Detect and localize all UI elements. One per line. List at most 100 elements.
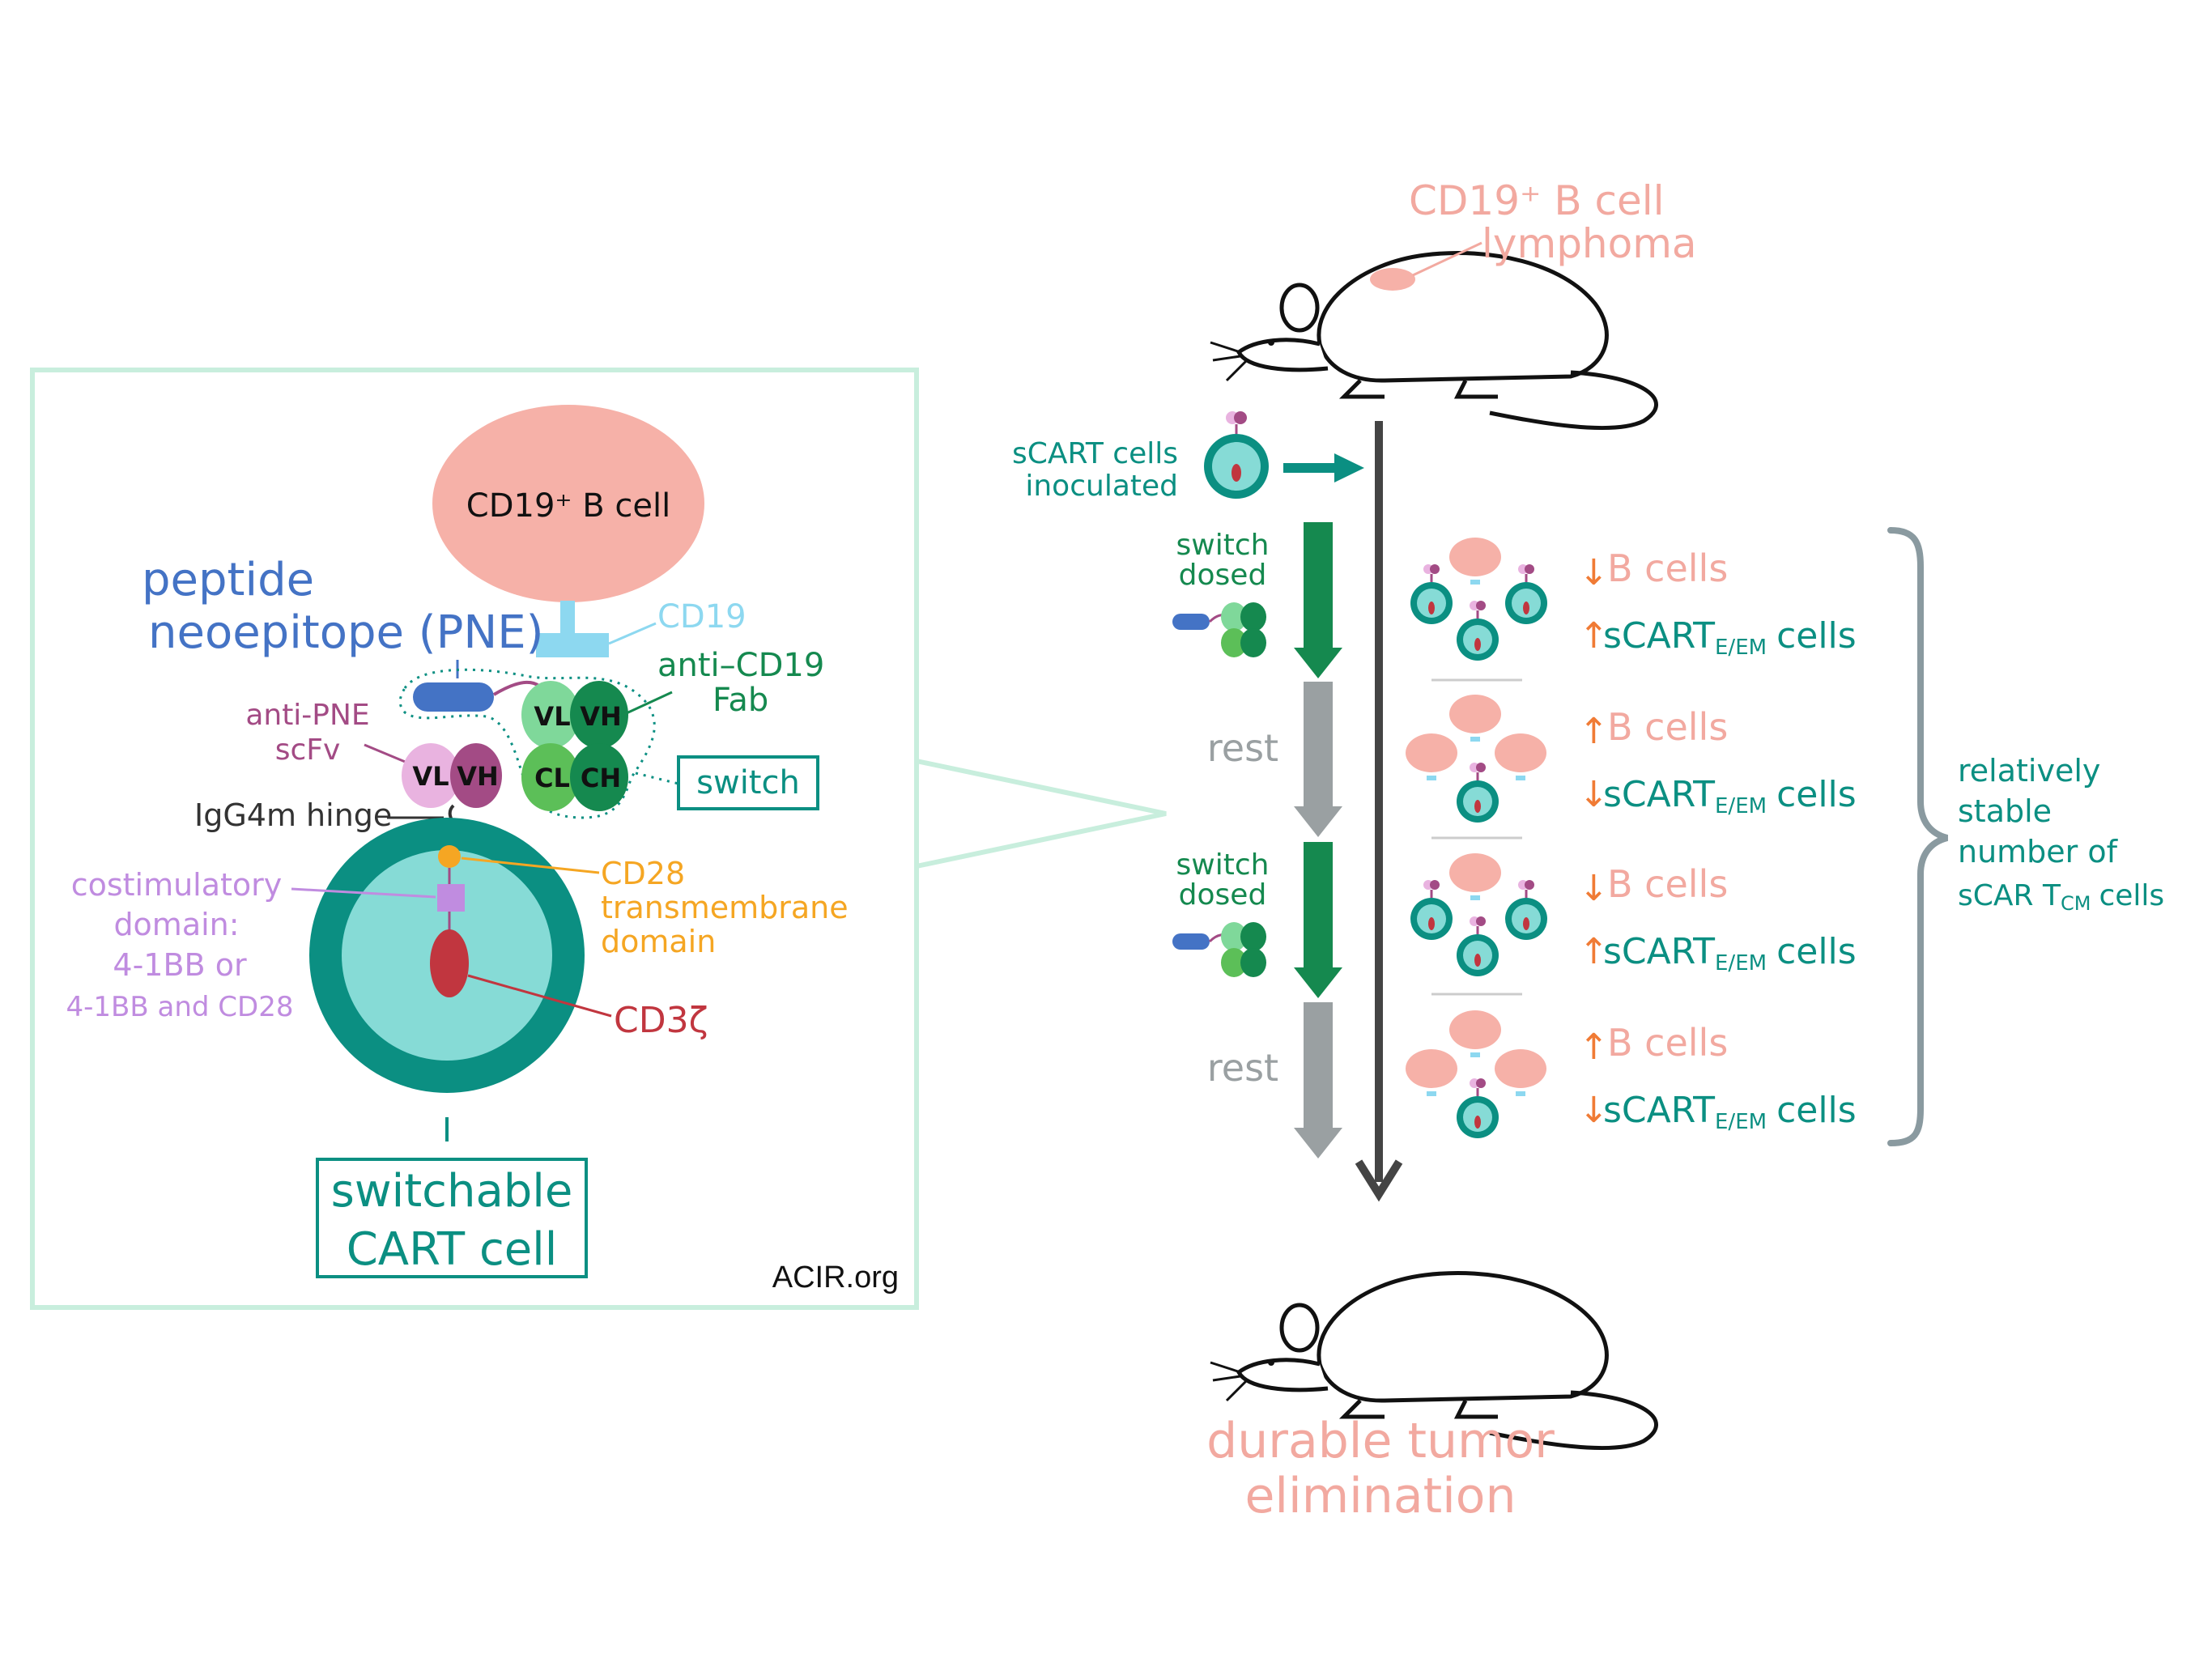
fab-ch xyxy=(570,743,628,811)
switch-box-label: switch xyxy=(696,764,800,801)
cluster-row-2 xyxy=(1406,695,1546,824)
tumor-spot xyxy=(1370,268,1415,291)
rest-arrow-2 xyxy=(1294,1002,1342,1158)
row-1-scart-sub: E/EM xyxy=(1715,636,1767,660)
scfv-vh xyxy=(450,743,502,808)
row-4-scart-sub: E/EM xyxy=(1715,1110,1767,1134)
fab-vh xyxy=(570,681,628,749)
scfv-vl xyxy=(402,743,460,808)
inoculation-arrowhead xyxy=(1334,453,1364,483)
scart-inoculated-2: inoculated xyxy=(1025,470,1178,503)
cd28-label-2: transmembrane xyxy=(601,890,849,925)
cd3z-leader xyxy=(467,974,612,1018)
row-3-b-label: B cells xyxy=(1607,862,1728,906)
costim-label-1: costimulatory xyxy=(71,867,283,903)
cd28-transmembrane xyxy=(438,845,461,868)
row-3-s-arrow: ↑ xyxy=(1579,931,1609,972)
switch-molecule-2 xyxy=(1171,920,1268,979)
cluster-row-3 xyxy=(1409,853,1549,978)
switch-dosed-1-line1: switch xyxy=(1176,529,1270,562)
anti-pne-label-1: anti-PNE xyxy=(245,699,369,732)
fab-vl xyxy=(521,681,580,749)
switch-dosed-2-line1: switch xyxy=(1176,848,1270,882)
left-panel-frame xyxy=(30,368,919,1310)
b-cell xyxy=(432,405,704,602)
cd28-leader xyxy=(461,857,600,874)
fab-ch-label: CH xyxy=(581,763,621,793)
stable-label-4: sCAR T xyxy=(1958,879,2061,912)
switch-dosed-1-line2: dosed xyxy=(1179,559,1267,592)
cart-box-label-1: switchable xyxy=(331,1165,573,1218)
switch-dosed-2-line2: dosed xyxy=(1179,878,1267,912)
cluster-row-4 xyxy=(1406,1010,1546,1140)
cd28-label-1: CD28 xyxy=(601,856,685,891)
switch-box xyxy=(677,755,819,810)
stable-label-3: number of xyxy=(1958,834,2119,869)
rest-label-2: rest xyxy=(1207,1046,1278,1090)
rest-arrow-1 xyxy=(1294,682,1342,837)
row-4-s-arrow: ↓ xyxy=(1579,1090,1609,1131)
switch-dosed-arrow-2 xyxy=(1294,842,1342,998)
row-4-b-label: B cells xyxy=(1607,1021,1728,1065)
lymphoma-label-2: lymphoma xyxy=(1482,220,1697,267)
anti-cd19-label-1: anti–CD19 xyxy=(657,647,824,684)
b-cell-label: CD19⁺ B cell xyxy=(466,487,670,525)
hinge-label: IgG4m hinge xyxy=(194,797,392,833)
row-2-scart-cells: cells xyxy=(1776,774,1857,815)
stable-label-4-sub: CM xyxy=(2061,892,2091,915)
timeline-arrowhead xyxy=(1355,1159,1403,1202)
cd19-receptor xyxy=(536,633,609,657)
lymphoma-label-1: CD19⁺ B cell xyxy=(1409,177,1665,224)
switch-molecule-1 xyxy=(1171,601,1268,659)
cd3z-label: CD3ζ xyxy=(614,1000,708,1041)
costim-label-4: 4-1BB and CD28 xyxy=(66,991,294,1023)
pne-label-line2: neoepitope (PNE) xyxy=(148,606,544,659)
mouse-with-lymphoma xyxy=(1210,253,1657,428)
row-1-s-arrow: ↑ xyxy=(1579,615,1609,657)
fab-vh-label: VH xyxy=(580,701,622,732)
fab-cl-label: CL xyxy=(534,763,570,793)
switch-dosed-arrow-1 xyxy=(1294,522,1342,678)
cd28-label-3: domain xyxy=(601,924,716,959)
row-4-b-arrow: ↑ xyxy=(1579,1027,1609,1068)
costim-label-2: domain: xyxy=(113,907,239,942)
row-3-b-arrow: ↓ xyxy=(1579,868,1609,909)
outcome-label-1: durable tumor xyxy=(1206,1413,1555,1469)
stable-label-1: relatively xyxy=(1958,753,2100,789)
row-2-b-label: B cells xyxy=(1607,705,1728,749)
anti-cd19-leader xyxy=(619,691,673,718)
lymphoma-leader xyxy=(1412,241,1482,277)
pne-peptide xyxy=(413,682,494,712)
cd19-leader xyxy=(608,622,657,645)
cart-box-label-2: CART cell xyxy=(347,1223,558,1276)
acir-credit: ACIR.org xyxy=(772,1261,899,1295)
anti-cd19-label-2: Fab xyxy=(713,682,768,719)
row-2-b-arrow: ↑ xyxy=(1579,711,1609,752)
outcome-label-2: elimination xyxy=(1244,1468,1516,1524)
row-4-scart-cells: cells xyxy=(1776,1090,1857,1131)
row-3-scart-cells: cells xyxy=(1776,931,1857,972)
row-3-scart-sub: E/EM xyxy=(1715,951,1767,976)
inoculated-cart-cell xyxy=(1204,411,1269,499)
costim-label-3: 4-1BB or xyxy=(113,947,247,983)
row-2-scart-sub: E/EM xyxy=(1715,794,1767,818)
rest-label-1: rest xyxy=(1207,726,1278,770)
fab-cl xyxy=(521,743,580,811)
costim-domain xyxy=(437,884,465,912)
row-1-b-label: B cells xyxy=(1607,546,1728,590)
zoom-wedge xyxy=(916,759,1167,869)
right-brace xyxy=(1887,527,1949,1146)
scfv-vl-label: VL xyxy=(412,761,449,792)
cluster-row-1 xyxy=(1409,538,1549,662)
cd19-label: CD19 xyxy=(657,598,747,636)
row-2-scart: sCART xyxy=(1603,774,1715,815)
fab-vl-label: VL xyxy=(534,701,570,732)
